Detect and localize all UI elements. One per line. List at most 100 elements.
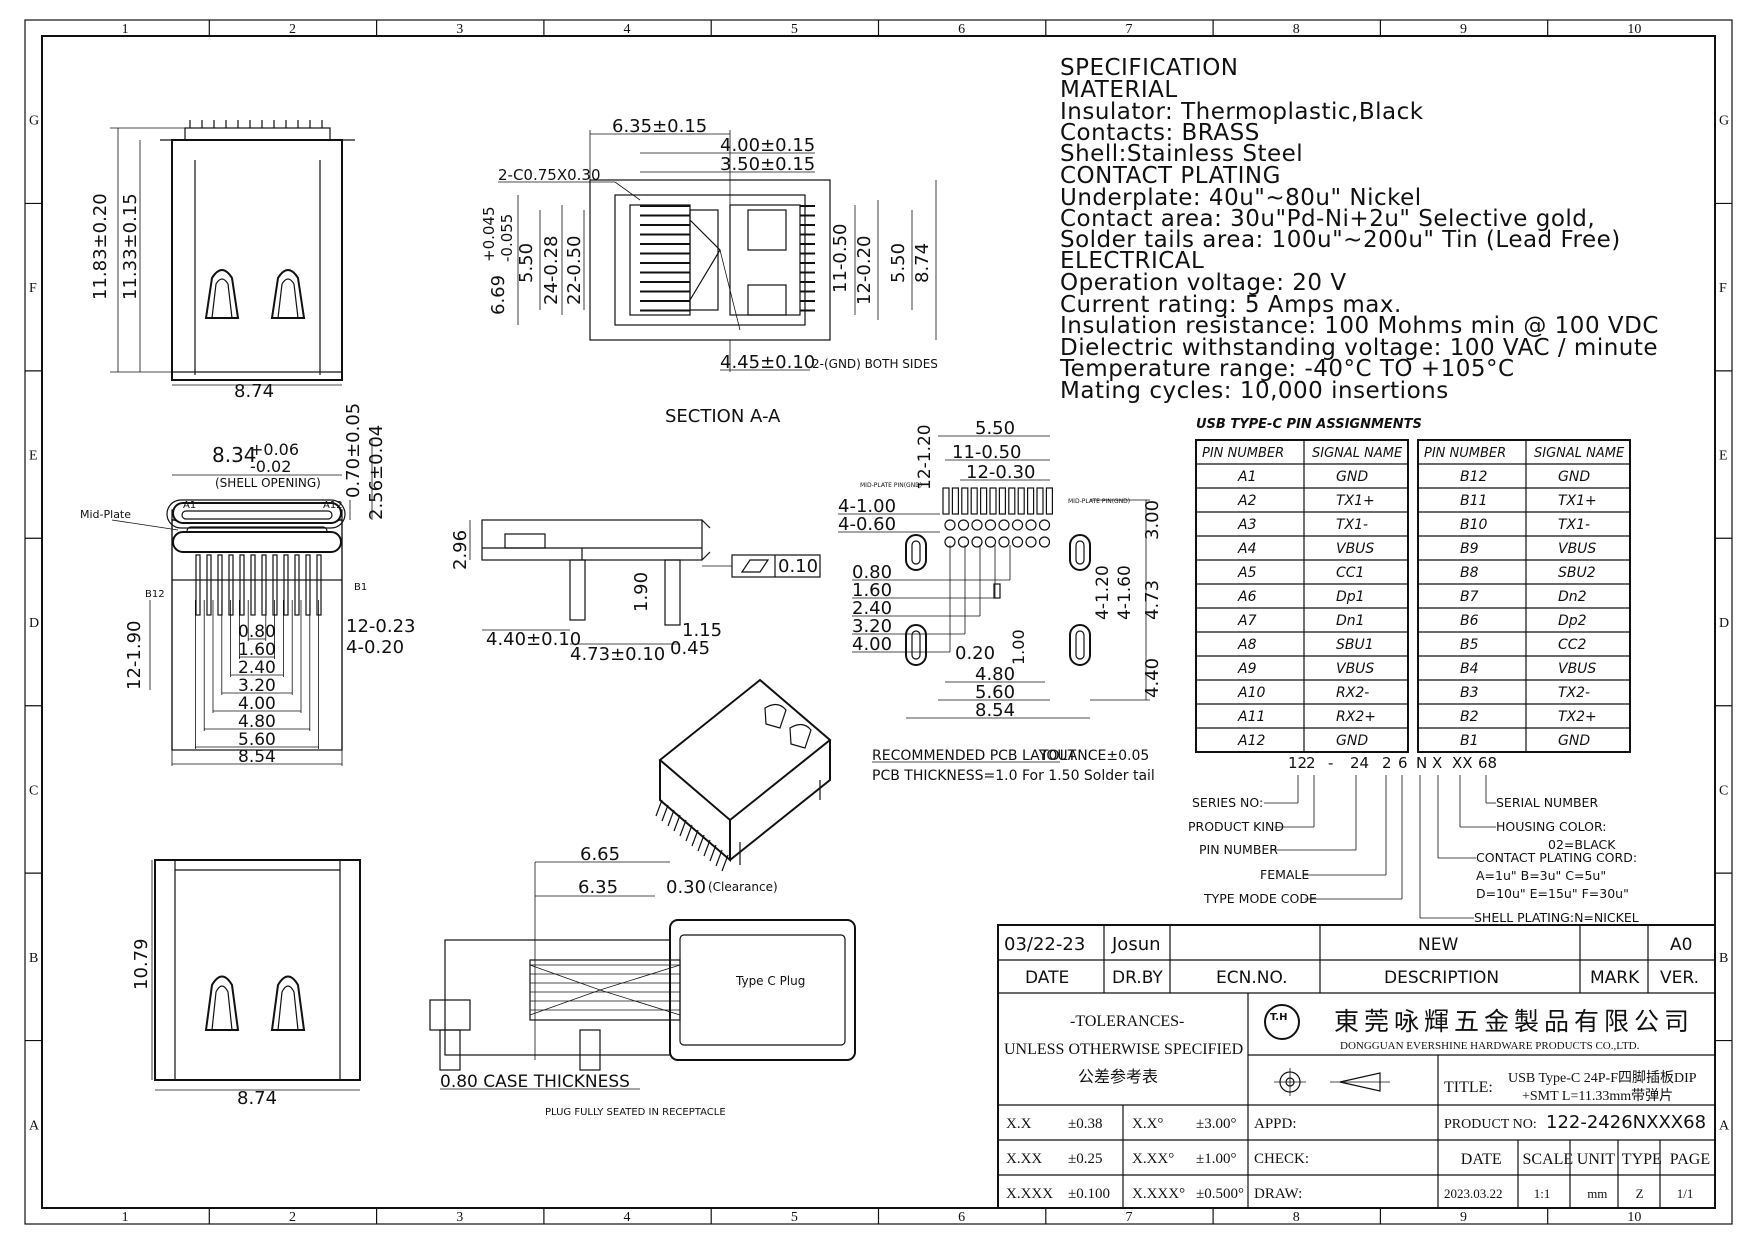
pcb-1-00: 1.00 [1009, 629, 1028, 665]
spec-line: CONTACT PLATING [1060, 163, 1281, 189]
spec-line: Underplate: 40u"~80u" Nickel [1060, 185, 1422, 211]
dim-side-0-45: 0.45 [670, 638, 710, 659]
signal-name-cell: TX2- [1558, 685, 1590, 701]
signal-name-cell: TX1- [1558, 517, 1590, 533]
part-code-segment: N [1416, 754, 1427, 772]
front-pitch-dim: 8.54 [238, 747, 276, 767]
grid-header: DATE [1461, 1151, 1502, 1168]
spec-line: Contacts: BRASS [1060, 120, 1260, 146]
section-title: SECTION A-A [665, 406, 781, 427]
pin-number-cell: A5 [1237, 565, 1257, 581]
front-pitch-dim: 1.60 [238, 640, 276, 660]
pcb-note-tolerance: TOLANCE±0.05 [1039, 748, 1149, 764]
company-logo: T.H [1270, 1012, 1287, 1023]
pin-header: PIN NUMBER [1424, 446, 1506, 461]
zone-col-4-bottom: 4 [624, 1210, 631, 1225]
zone-row-F-right: F [1719, 281, 1727, 296]
pcb-3-00: 3.00 [1142, 500, 1163, 540]
spec-line: ELECTRICAL [1060, 248, 1204, 274]
pin-number-cell: A4 [1237, 541, 1256, 557]
pin-number-cell: B5 [1460, 637, 1479, 653]
signal-name-cell: GND [1558, 469, 1590, 485]
pcb-4-1-20: 4-1.20 [1093, 565, 1113, 620]
pin-number-cell: A3 [1237, 517, 1256, 533]
grid-value: 1:1 [1534, 1186, 1551, 1201]
tol-key-deg: X.X° [1132, 1116, 1163, 1132]
spec-line: Mating cycles: 10,000 insertions [1060, 378, 1449, 404]
dim-chamfer: 2-C0.75X0.30 [498, 166, 601, 184]
dim-6-69-up: +0.045 [480, 206, 498, 262]
pcb-row-dim: 1.60 [852, 580, 892, 601]
part-key-serial: SERIAL NUMBER [1496, 795, 1598, 810]
zone-col-9-bottom: 9 [1460, 1210, 1467, 1225]
pin-a12-label: A12 [323, 500, 343, 511]
dim-4-45: 4.45±0.10 [720, 352, 815, 373]
tol-subtitle: UNLESS OTHERWISE SPECIFIED [1004, 1041, 1243, 1058]
mated-0-30: 0.30 [666, 877, 706, 898]
hdr-date: DATE [1025, 968, 1069, 988]
rev-desc: NEW [1418, 935, 1458, 955]
part-code-segment: 2 [1306, 754, 1316, 772]
spec-line: Solder tails area: 100u"~200u" Tin (Lead… [1060, 227, 1621, 253]
dim-12-0-23: 12-0.23 [346, 616, 415, 637]
hdr-ver: VER. [1660, 968, 1699, 988]
spec-line: Contact area: 30u"Pd-Ni+2u" Selective go… [1060, 206, 1595, 232]
mated-note: PLUG FULLY SEATED IN RECEPTACLE [545, 1107, 726, 1118]
pin-a1-label: A1 [183, 500, 196, 511]
pcb-row-dim: 2.40 [852, 598, 892, 619]
part-code-segment: XX [1452, 754, 1473, 772]
pcb-8-54: 8.54 [975, 700, 1015, 721]
part-key-plating-2: D=10u" E=15u" F=30u" [1476, 886, 1629, 901]
front-pitch-dim: 0.80 [238, 622, 276, 642]
grid-header: SCALE [1523, 1151, 1574, 1168]
zone-col-10: 10 [1627, 22, 1641, 37]
front-pitch-dim: 5.60 [238, 730, 276, 750]
signal-name-cell: VBUS [1336, 661, 1374, 677]
dim-shell-tol-dn: -0.02 [250, 457, 291, 476]
pcb-4-80: 4.80 [975, 664, 1015, 685]
zone-row-G: G [29, 114, 39, 129]
zone-row-F: F [29, 281, 37, 296]
tol-title: -TOLERANCES- [1070, 1013, 1184, 1030]
dim-bottom-height: 10.79 [131, 938, 152, 990]
dim-6-35: 6.35±0.15 [612, 116, 707, 137]
zone-row-C: C [29, 783, 38, 798]
signal-name-cell: VBUS [1336, 541, 1374, 557]
spec-line: Current rating: 5 Amps max. [1060, 292, 1402, 318]
dim-bottom-width: 8.74 [237, 1088, 277, 1109]
part-key-type_mode: TYPE MODE CODE [1203, 891, 1317, 906]
signal-name-cell: SBU2 [1558, 565, 1596, 581]
dim-3-50: 3.50±0.15 [720, 154, 815, 175]
mid-plate-right: MID-PLATE PIN(GND) [1068, 498, 1130, 505]
zone-col-1-bottom: 1 [122, 1210, 129, 1225]
spec-line: Insulation resistance: 100 Mohms min @ 1… [1060, 313, 1659, 339]
zone-col-7: 7 [1125, 22, 1132, 37]
pin-number-cell: B11 [1460, 493, 1487, 509]
dim-22-0-50: 22-0.50 [564, 236, 585, 305]
pcb-row-dim: 3.20 [852, 616, 892, 637]
pin-number-cell: A6 [1237, 589, 1257, 605]
pcb-4-73: 4.73 [1142, 580, 1163, 620]
mated-view: Type C Plug 6.65 6.35 0.30 (Clearance) 0… [429, 844, 856, 1118]
pcb-4-0-60: 4-0.60 [838, 514, 896, 535]
pin-header: PIN NUMBER [1202, 446, 1284, 461]
isometric-view [655, 678, 832, 872]
signal-name-cell: Dp1 [1336, 589, 1365, 605]
dim-shell-width: 8.34 [212, 443, 257, 467]
dim-side-2-96: 2.96 [450, 530, 471, 570]
part-key-pin: PIN NUMBER [1199, 842, 1278, 857]
part-key-series: SERIES NO: [1192, 795, 1263, 810]
tol-val-deg: ±0.500° [1196, 1186, 1244, 1202]
section-a-a: 6.35±0.15 4.00±0.15 3.50±0.15 2-C0.75X0.… [480, 116, 938, 427]
zone-row-C-right: C [1719, 783, 1728, 798]
top-view: 11.83±0.20 11.33±0.15 8.74 [90, 120, 355, 402]
zone-row-A: A [29, 1118, 40, 1133]
grid-header: TYPE [1622, 1151, 1662, 1168]
dim-shell-tol-up: +0.06 [250, 440, 299, 459]
signal-name-cell: Dn1 [1336, 613, 1365, 629]
spec-line: MATERIAL [1060, 77, 1178, 103]
hdr-ecn: ECN.NO. [1216, 968, 1288, 988]
